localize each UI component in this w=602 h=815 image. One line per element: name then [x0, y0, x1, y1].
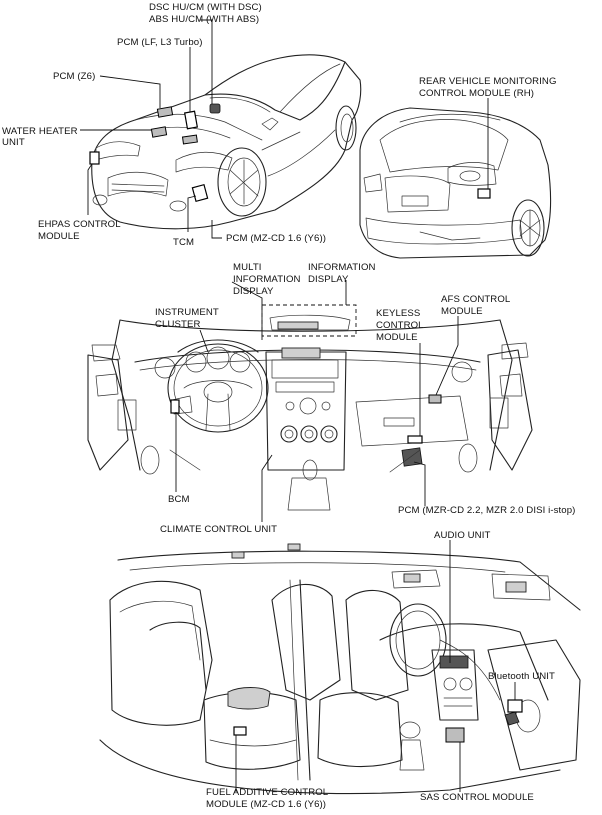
front-car-illustration: [89, 54, 362, 230]
label-pcm-z6: PCM (Z6): [53, 71, 95, 82]
label-info-display-line1: INFORMATION: [308, 262, 376, 273]
label-dsc-hu-cm: DSC HU/CM (WITH DSC): [149, 2, 262, 13]
label-water-heater-line2: UNIT: [2, 137, 25, 148]
label-tcm: TCM: [173, 237, 194, 248]
label-fuel-additive-line1: FUEL ADDITIVE CONTROL: [206, 787, 329, 798]
label-multi-info-line1: MULTI: [233, 262, 262, 273]
label-fuel-additive-line2: MODULE (MZ-CD 1.6 (Y6)): [206, 799, 326, 810]
label-instrument-line2: CLUSTER: [155, 319, 200, 330]
label-rear-monitoring-line2: CONTROL MODULE (RH): [419, 88, 534, 99]
label-keyless-line3: MODULE: [376, 332, 418, 343]
label-sas-control: SAS CONTROL MODULE: [420, 792, 534, 803]
label-multi-info-line3: DISPLAY: [233, 286, 274, 297]
dashboard-illustration: [87, 304, 533, 511]
label-pcm-lf-l3: PCM (LF, L3 Turbo): [117, 37, 203, 48]
label-bluetooth-unit: Bluetooth UNIT: [488, 671, 555, 682]
label-climate-control: CLIMATE CONTROL UNIT: [160, 524, 277, 535]
label-ehpas-line1: EHPAS CONTROL: [38, 219, 121, 230]
label-afs-line1: AFS CONTROL: [441, 294, 511, 305]
label-instrument-line1: INSTRUMENT: [155, 307, 219, 318]
label-multi-info-line2: INFORMATION: [233, 274, 301, 285]
label-abs-hu-cm: ABS HU/CM (WITH ABS): [149, 14, 259, 25]
label-info-display-line2: DISPLAY: [308, 274, 349, 285]
label-keyless-line2: CONTROL: [376, 320, 424, 331]
label-rear-monitoring-line1: REAR VEHICLE MONITORING: [419, 76, 557, 87]
leader-lines: [80, 19, 516, 792]
label-pcm-mzr-cd-22: PCM (MZR-CD 2.2, MZR 2.0 DISI i-stop): [398, 505, 575, 516]
label-water-heater-line1: WATER HEATER: [2, 126, 78, 137]
rear-car-illustration: [359, 107, 552, 259]
interior-illustration: [99, 543, 581, 794]
component-labels: DSC HU/CM (WITH DSC) ABS HU/CM (WITH ABS…: [2, 2, 575, 810]
label-pcm-mz-cd-16: PCM (MZ-CD 1.6 (Y6)): [226, 233, 326, 244]
label-audio-unit: AUDIO UNIT: [434, 530, 490, 541]
label-afs-line2: MODULE: [441, 306, 483, 317]
label-bcm: BCM: [168, 494, 190, 505]
label-ehpas-line2: MODULE: [38, 231, 80, 242]
label-keyless-line1: KEYLESS: [376, 308, 420, 319]
